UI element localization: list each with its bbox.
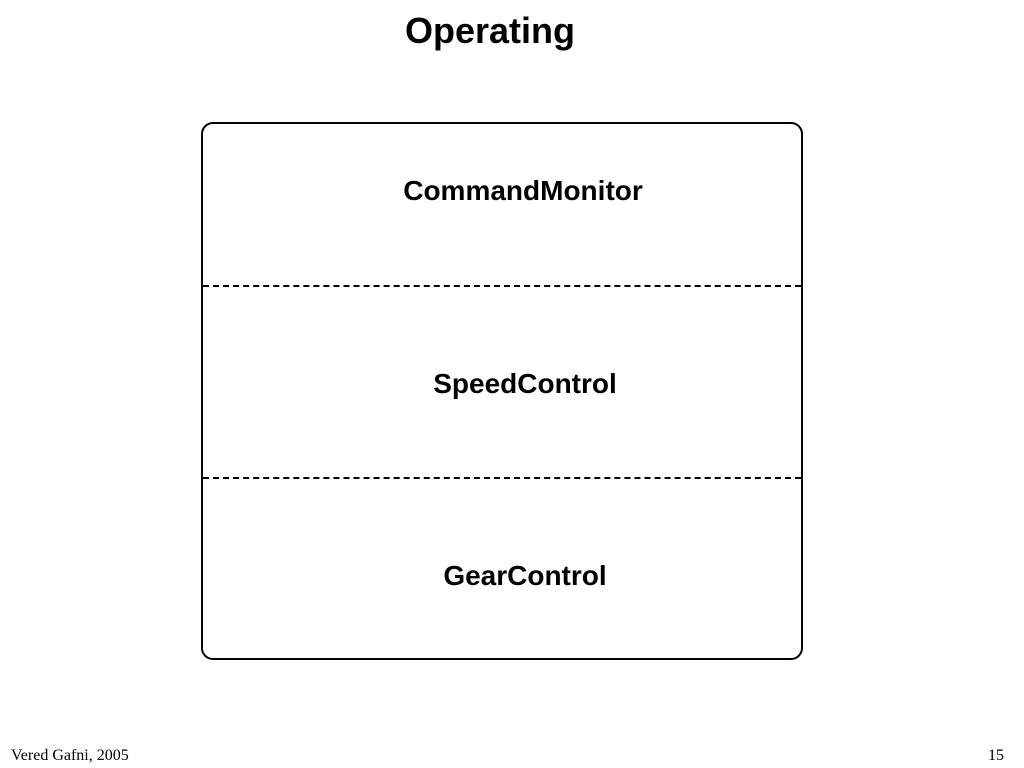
region-gear-control: GearControl	[203, 479, 801, 660]
operating-state-box: CommandMonitor SpeedControl GearControl	[201, 122, 803, 660]
region-label-gear-control: GearControl	[443, 559, 607, 591]
region-label-command-monitor: CommandMonitor	[403, 174, 643, 206]
region-label-speed-control: SpeedControl	[433, 368, 617, 399]
page-number: 15	[988, 747, 1004, 764]
slide-title: Operating	[404, 10, 575, 51]
region-divider	[203, 285, 801, 287]
region-divider	[203, 477, 801, 479]
footer-author: Vered Gafni, 2005	[11, 747, 129, 764]
region-speed-control: SpeedControl	[203, 287, 801, 479]
region-command-monitor: CommandMonitor	[203, 124, 801, 287]
